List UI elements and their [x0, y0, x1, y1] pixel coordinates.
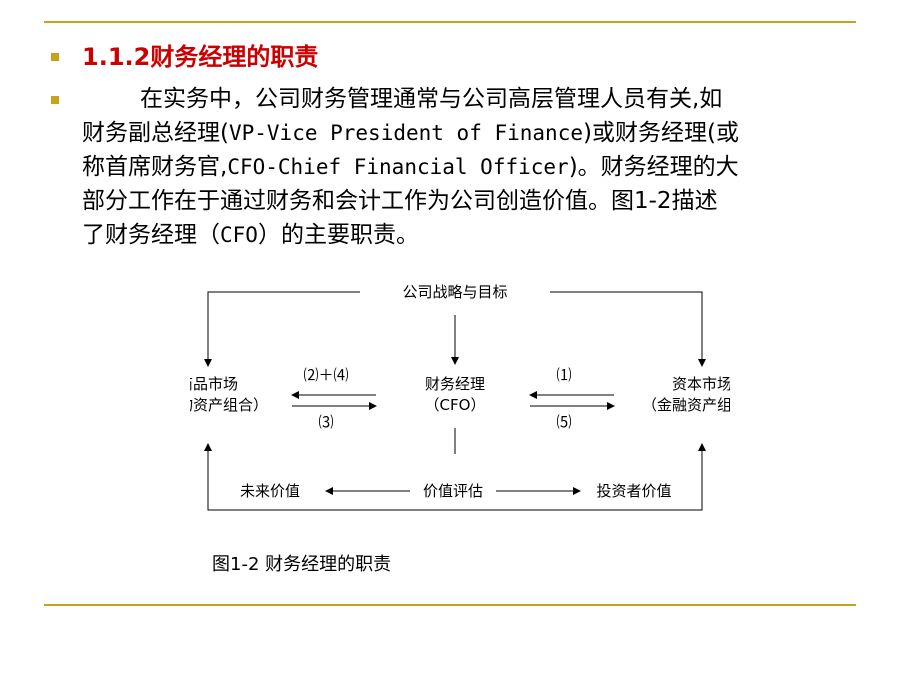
paragraph-term: CFO — [220, 223, 258, 247]
flow-label-1: ⑴ — [556, 366, 571, 384]
flow-label-3: ⑶ — [318, 413, 333, 431]
paragraph-line-5: 了财务经理（CFO）的主要职责。 — [82, 218, 852, 252]
paragraph-term: VP-Vice President of Finance — [228, 121, 583, 145]
paragraph-text: )或财务经理(或 — [583, 120, 739, 146]
future-value-label: 未来价值 — [240, 482, 300, 500]
cfo-label: 财务经理 — [425, 375, 485, 393]
goods-market-label: 商品市场 — [190, 375, 238, 393]
paragraph-line-4: 部分工作在于通过财务和会计工作为公司创造价值。图1-2描述 — [82, 188, 718, 214]
strategy-to-goods-arrow — [204, 291, 360, 367]
body-paragraph: 在实务中，公司财务管理通常与公司高层管理人员有关,如 财务副总经理(VP-Vic… — [82, 82, 852, 252]
paragraph-bullet-icon — [51, 96, 59, 104]
paragraph-text: 称首席财务官, — [82, 154, 228, 180]
paragraph-line-3: 称首席财务官,CFO-Chief Financial Officer)。财务经理… — [82, 150, 852, 184]
section-heading: 1.1.2财务经理的职责 — [82, 43, 319, 71]
bottom-divider — [44, 604, 856, 606]
top-divider — [44, 21, 856, 23]
flow-label-2-4: ⑵＋⑷ — [303, 366, 348, 384]
cfo-sub-label: （CFO） — [425, 396, 486, 414]
paragraph-text: 了财务经理（ — [82, 222, 220, 248]
capital-market-sub-label: （金融资产组合） — [642, 396, 730, 414]
paragraph-line-2: 财务副总经理(VP-Vice President of Finance)或财务经… — [82, 116, 852, 150]
capital-market-label: 资本市场 — [672, 375, 730, 393]
paragraph-text: 财务副总经理( — [82, 120, 229, 146]
flow-label-5: ⑸ — [556, 413, 571, 431]
strategy-goals-label: 公司战略与目标 — [402, 283, 507, 301]
paragraph-text: ）的主要职责。 — [257, 222, 419, 248]
paragraph-text: )。财务经理的大 — [568, 154, 739, 180]
goods-market-sub-label: （实物资产组合） — [190, 396, 268, 414]
paragraph-term: CFO-Chief Financial Officer — [227, 155, 569, 179]
valuation-label: 价值评估 — [423, 482, 483, 500]
investor-value-label: 投资者价值 — [596, 482, 671, 500]
bottom-feedback-arrows — [207, 448, 703, 511]
strategy-to-capital-arrow — [550, 291, 706, 367]
figure-caption: 图1-2 财务经理的职责 — [212, 554, 392, 575]
heading-bullet-icon — [51, 53, 59, 61]
cfo-role-diagram: 公司战略与目标 商品市场 （实物资产组合） 财务经理 （CFO） 资本市场 （金… — [190, 283, 730, 511]
paragraph-line-1: 在实务中，公司财务管理通常与公司高层管理人员有关,如 — [140, 86, 723, 112]
